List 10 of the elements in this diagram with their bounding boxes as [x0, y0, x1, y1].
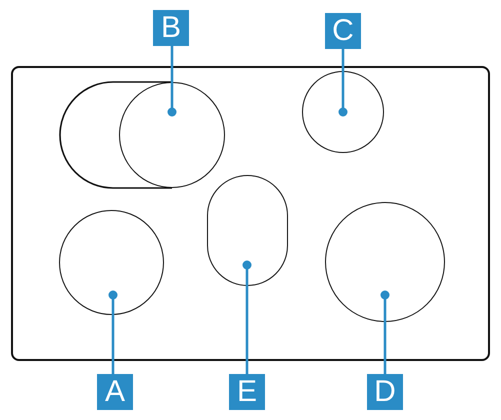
leader-line — [168, 46, 176, 116]
callout-letter: D — [367, 374, 403, 410]
callout-letter: B — [153, 10, 189, 46]
leader-line — [108, 290, 118, 374]
leader-line — [338, 49, 348, 116]
callout-letter: A — [97, 374, 133, 410]
callout-letter: C — [325, 13, 361, 49]
leader-line — [242, 260, 252, 374]
leader-line — [380, 290, 390, 374]
callout-letter: E — [229, 374, 265, 410]
